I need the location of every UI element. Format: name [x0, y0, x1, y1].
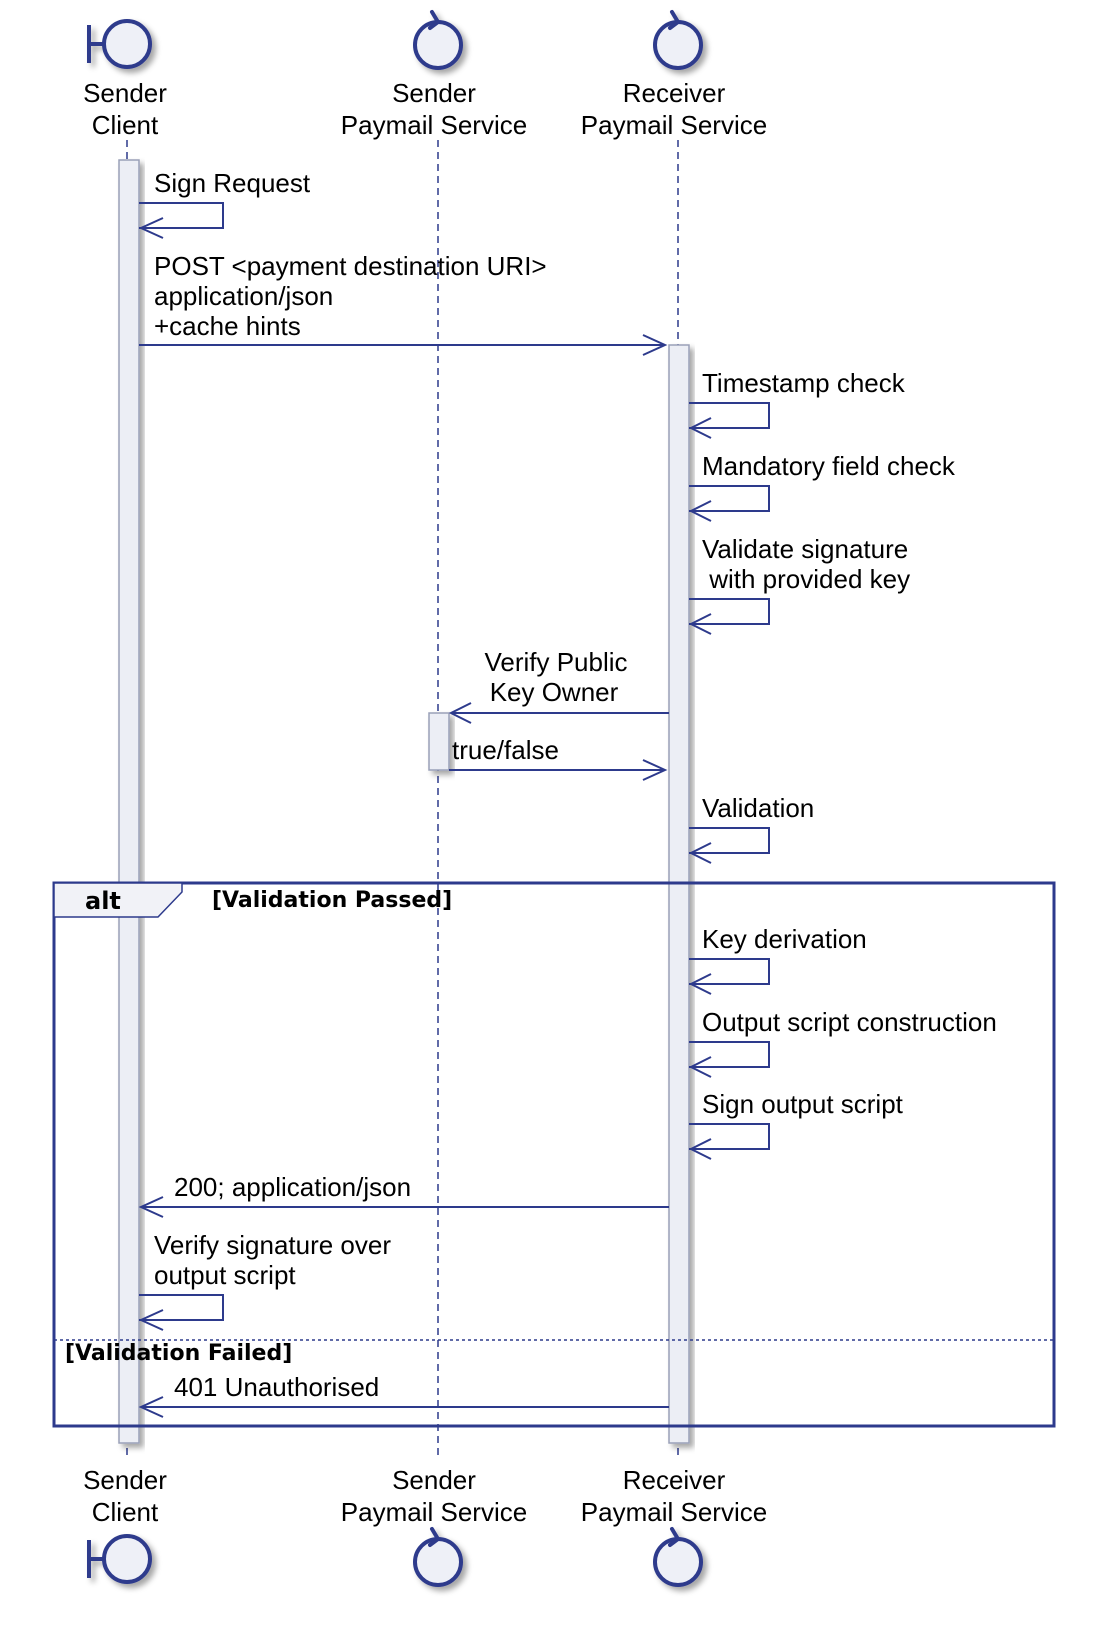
message-label: Key derivation — [702, 924, 867, 954]
alt-frame — [52, 881, 1056, 1428]
message-validation: Validation — [688, 793, 814, 864]
activation-bar-sender-paymail-service — [428, 712, 450, 771]
participant-name-line2: Client — [92, 110, 159, 140]
self-message-arrow — [689, 1041, 770, 1068]
arrow-head — [688, 500, 712, 522]
arrow-head — [138, 217, 164, 239]
message-401-unauthorised: 401 Unauthorised — [138, 1372, 669, 1418]
participant-name-line2: Paymail Service — [341, 1497, 527, 1527]
participant-name-line2: Client — [92, 1497, 159, 1527]
self-message-arrow — [689, 402, 770, 429]
participant-receiver-paymail-service-top: Receiver Paymail Service — [581, 10, 767, 140]
control-icon — [653, 10, 703, 70]
participant-name-line1: Receiver — [623, 78, 726, 108]
participant-name-line1: Sender — [83, 78, 167, 108]
alt-fragment: alt [Validation Passed] [Validation Fail… — [52, 881, 1056, 1428]
alt-keyword-tab — [53, 882, 183, 918]
participant-name-line1: Receiver — [623, 1465, 726, 1495]
message-sign-output-script: Sign output script — [688, 1089, 904, 1160]
self-message-arrow — [139, 1294, 224, 1321]
arrow-head — [688, 1056, 712, 1078]
self-message-arrow — [689, 1123, 770, 1150]
message-label: Verify Public — [484, 647, 627, 677]
message-200-application-json: 200; application/json — [138, 1172, 669, 1218]
participant-name-line1: Sender — [392, 1465, 476, 1495]
arrow-head — [688, 1138, 712, 1160]
activation-bar-sender-client — [118, 159, 140, 1444]
self-message-arrow — [139, 202, 224, 229]
alt-guard-passed: [Validation Passed] — [212, 888, 452, 913]
message-label: Mandatory field check — [702, 451, 956, 481]
control-icon — [413, 10, 463, 70]
arrow-head — [688, 842, 712, 864]
message-label: Sign Request — [154, 168, 311, 198]
message-label: application/json — [154, 281, 333, 311]
message-timestamp-check: Timestamp check — [688, 368, 906, 439]
arrow-head — [642, 334, 668, 356]
arrow-head — [138, 1396, 164, 1418]
boundary-icon — [87, 19, 152, 69]
message-label: Validate signature — [702, 534, 908, 564]
message-label: Sign output script — [702, 1089, 904, 1119]
self-message-arrow — [689, 958, 770, 985]
arrow-head — [448, 702, 472, 724]
participant-name-line2: Paymail Service — [581, 110, 767, 140]
message-label: with provided key — [702, 564, 910, 594]
message-label: 401 Unauthorised — [174, 1372, 379, 1402]
message-true-false: true/false — [449, 735, 668, 781]
message-output-script-construction: Output script construction — [688, 1007, 997, 1078]
participant-sender-paymail-service-top: Sender Paymail Service — [341, 10, 527, 140]
message-label: POST <payment destination URI> — [154, 251, 547, 281]
participant-sender-client-bottom: Sender Client — [83, 1465, 167, 1584]
participant-name-line1: Sender — [392, 78, 476, 108]
message-key-derivation: Key derivation — [688, 924, 867, 995]
message-sign-request: Sign Request — [138, 168, 311, 239]
arrow-head — [688, 417, 712, 439]
arrow-head — [688, 973, 712, 995]
message-label: Validation — [702, 793, 814, 823]
alt-keyword: alt — [85, 887, 121, 915]
arrow-head — [642, 759, 668, 781]
message-label: Verify signature over — [154, 1230, 391, 1260]
participant-sender-paymail-service-bottom: Sender Paymail Service — [341, 1465, 527, 1587]
participant-sender-client-top: Sender Client — [83, 19, 167, 140]
self-message-arrow — [689, 827, 770, 854]
activation-bar-receiver-paymail-service — [668, 344, 690, 1444]
arrow-head — [138, 1196, 164, 1218]
control-icon — [413, 1527, 463, 1587]
message-label: 200; application/json — [174, 1172, 411, 1202]
participant-receiver-paymail-service-bottom: Receiver Paymail Service — [581, 1465, 767, 1587]
message-label: Key Owner — [490, 677, 619, 707]
participant-name-line1: Sender — [83, 1465, 167, 1495]
message-mandatory-field-check: Mandatory field check — [688, 451, 956, 522]
message-validate-signature: Validate signature with provided key — [688, 534, 910, 635]
message-verify-public-key-owner: Verify Public Key Owner — [448, 647, 669, 724]
arrow-head — [688, 613, 712, 635]
boundary-icon — [87, 1534, 152, 1584]
message-verify-signature-output-script: Verify signature over output script — [138, 1230, 391, 1331]
self-message-arrow — [689, 598, 770, 625]
message-label: Timestamp check — [702, 368, 906, 398]
self-message-arrow — [689, 485, 770, 512]
control-icon — [653, 1527, 703, 1587]
message-label: +cache hints — [154, 311, 301, 341]
message-label: true/false — [452, 735, 559, 765]
message-post-payment-destination: POST <payment destination URI> applicati… — [139, 251, 668, 356]
arrow-head — [138, 1309, 164, 1331]
message-label: output script — [154, 1260, 296, 1290]
participant-name-line2: Paymail Service — [581, 1497, 767, 1527]
message-label: Output script construction — [702, 1007, 997, 1037]
participant-name-line2: Paymail Service — [341, 110, 527, 140]
alt-guard-failed: [Validation Failed] — [65, 1341, 292, 1366]
